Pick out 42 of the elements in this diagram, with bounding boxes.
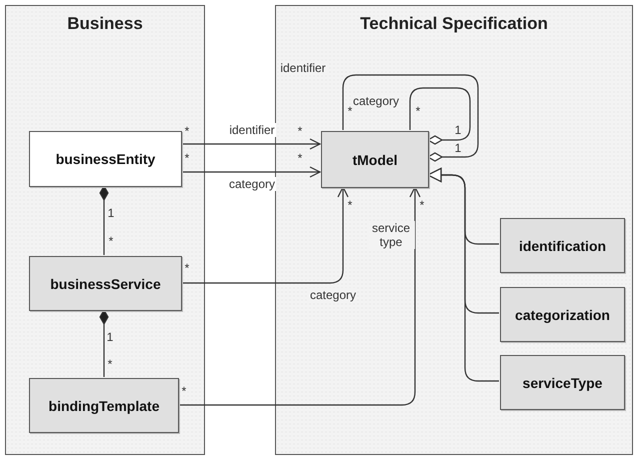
- panel-title: Business: [67, 14, 143, 34]
- association-arrow: [181, 166, 321, 178]
- composition-line: [99, 309, 109, 377]
- edge-label: service type: [367, 221, 415, 249]
- multiplicity-label: 1: [106, 331, 114, 343]
- multiplicity-label: *: [348, 105, 352, 117]
- association-arrow: [181, 186, 349, 284]
- association-arrow: [181, 138, 321, 150]
- multiplicity-label: *: [416, 105, 420, 117]
- class-box: tModel: [321, 131, 429, 188]
- multiplicity-label: *: [298, 125, 302, 137]
- edge-label: category: [228, 177, 276, 191]
- multiplicity-label: *: [182, 385, 186, 397]
- class-box: categorization: [500, 287, 625, 342]
- multiplicity-label: *: [184, 152, 190, 164]
- association-arrow: [178, 186, 421, 406]
- class-box: businessService: [29, 256, 182, 311]
- multiplicity-label: *: [348, 199, 352, 211]
- class-box: bindingTemplate: [29, 378, 179, 433]
- edge-label: category: [308, 288, 358, 302]
- multiplicity-label: *: [298, 152, 302, 164]
- class-box: identification: [500, 218, 625, 273]
- multiplicity-label: *: [184, 125, 190, 137]
- class-box: businessEntity: [29, 131, 182, 187]
- multiplicity-label: *: [108, 358, 112, 370]
- multiplicity-label: 1: [454, 142, 462, 154]
- multiplicity-label: 1: [108, 207, 114, 219]
- class-box: serviceType: [500, 355, 625, 410]
- multiplicity-label: *: [184, 262, 190, 274]
- generalization-arrow: [427, 168, 499, 382]
- aggregation-line: [409, 87, 471, 145]
- multiplicity-label: 1: [454, 124, 462, 136]
- aggregation-line: [342, 74, 479, 162]
- multiplicity-label: *: [420, 199, 424, 211]
- edge-label: identifier: [279, 61, 327, 75]
- composition-line: [99, 185, 109, 255]
- edge-label: identifier: [228, 123, 276, 137]
- panel-title: Technical Specification: [360, 14, 548, 34]
- package-panel: [5, 5, 205, 455]
- multiplicity-label: *: [108, 235, 114, 247]
- package-panel: [275, 5, 633, 455]
- edge-label: category: [352, 94, 400, 108]
